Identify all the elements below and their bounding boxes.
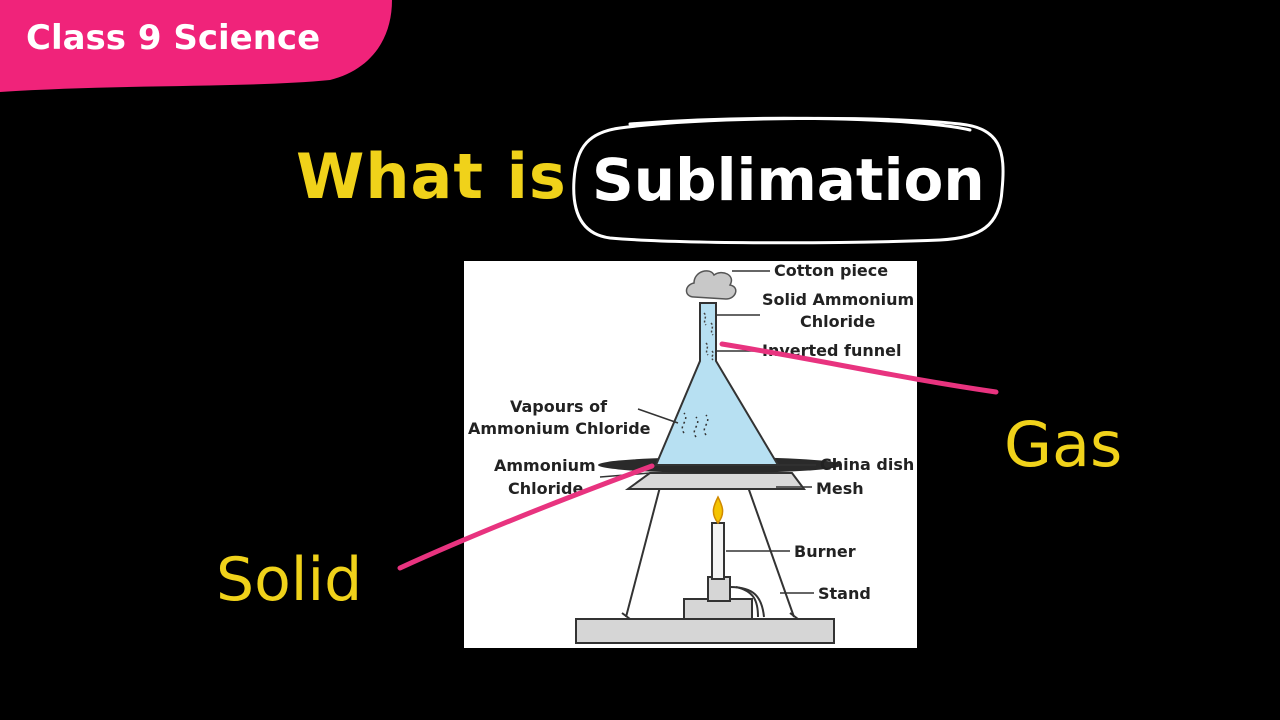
label-cotton-piece: Cotton piece bbox=[774, 261, 888, 280]
flame-icon bbox=[712, 495, 724, 525]
label-mesh: Mesh bbox=[816, 479, 864, 498]
label-stand: Stand bbox=[818, 584, 871, 603]
burner-gas-pipe bbox=[729, 586, 765, 618]
class-badge-shape bbox=[0, 0, 392, 92]
label-vapours-1: Vapours of bbox=[510, 397, 608, 416]
burner-body bbox=[707, 576, 731, 602]
burner-tube bbox=[711, 522, 725, 580]
class-badge-label: Class 9 Science bbox=[26, 18, 321, 58]
label-solid-ammonium-chloride-2: Chloride bbox=[800, 312, 875, 331]
stand-leg-right bbox=[747, 486, 795, 618]
label-inverted-funnel: Inverted funnel bbox=[762, 341, 902, 360]
stand-leg-left bbox=[625, 486, 661, 618]
annotation-gas: Gas bbox=[1004, 408, 1122, 481]
annotation-solid: Solid bbox=[216, 545, 362, 615]
label-burner: Burner bbox=[794, 542, 856, 561]
label-china-dish: China dish bbox=[820, 455, 914, 474]
label-ammonium-chloride-2: Chloride bbox=[508, 479, 583, 498]
label-ammonium-chloride-1: Ammonium bbox=[494, 456, 596, 475]
title-keyword: Sublimation bbox=[592, 146, 985, 214]
title-highlight-outline bbox=[572, 116, 1005, 245]
title-prefix: What is bbox=[296, 140, 567, 213]
sublimation-apparatus-diagram: Cotton piece Solid Ammonium Chloride Inv… bbox=[464, 261, 917, 648]
label-vapours-2: Ammonium Chloride bbox=[468, 419, 651, 438]
label-solid-ammonium-chloride-1: Solid Ammonium bbox=[762, 290, 914, 309]
inverted-funnel bbox=[654, 302, 780, 466]
stand-base bbox=[575, 618, 835, 644]
cotton-piece bbox=[685, 270, 737, 300]
